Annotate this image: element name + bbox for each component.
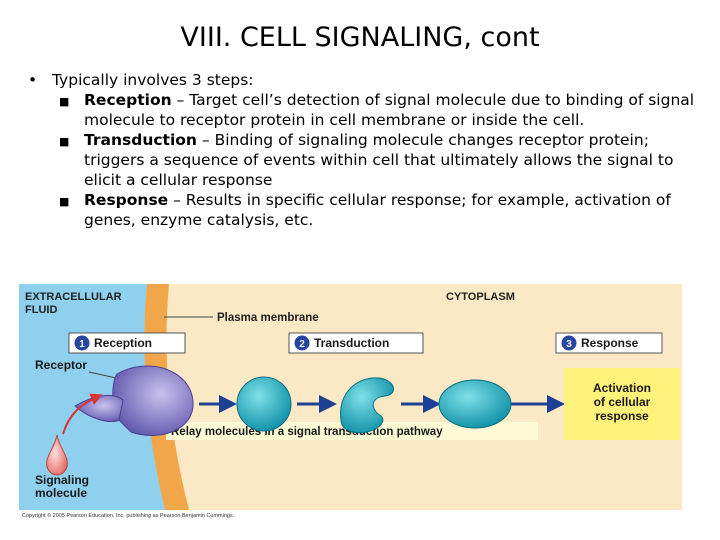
svg-text:3: 3 [566, 339, 572, 350]
step-term: Reception [84, 91, 172, 109]
relay-molecule-1 [236, 376, 292, 432]
bullet-intro: • Typically involves 3 steps: [28, 70, 698, 90]
receptor-label: Receptor [35, 358, 87, 372]
square-bullet-icon: ■ [59, 135, 70, 148]
svg-text:1: 1 [79, 339, 85, 350]
reception-step-box: 1 Reception [68, 332, 186, 354]
bullet-dot-icon: • [28, 71, 38, 89]
step-response: ■ Response – Results in specific cellula… [59, 190, 698, 230]
transduction-step-box: 2 Transduction [288, 332, 424, 354]
cytoplasm-label: CYTOPLASM [446, 291, 515, 303]
cell-signaling-diagram: EXTRACELLULAR FLUID CYTOPLASM Plasma mem… [19, 284, 682, 510]
step-text: Transduction – Binding of signaling mole… [84, 130, 698, 190]
slide-title: VIII. CELL SIGNALING, cont [180, 22, 540, 53]
svg-text:of cellular: of cellular [594, 395, 651, 409]
step-term: Response [84, 191, 169, 209]
binding-arrow [62, 393, 103, 435]
step-desc: – Results in specific cellular response;… [84, 191, 671, 229]
bullet-list: • Typically involves 3 steps: ■ Receptio… [28, 70, 698, 230]
relay-molecule-2 [340, 377, 394, 434]
signaling-label: Signaling [35, 473, 89, 487]
response-activation-box [564, 368, 680, 440]
signaling-molecule-shape [46, 434, 68, 476]
svg-text:Transduction: Transduction [314, 336, 389, 350]
svg-text:Activation: Activation [593, 381, 651, 395]
relay-label: Relay molecules in a signal transduction… [171, 426, 443, 438]
fluid-label: FLUID [25, 304, 57, 316]
step-desc: – Binding of signaling molecule changes … [84, 131, 674, 189]
step-number-badge [294, 335, 310, 351]
square-bullet-icon: ■ [59, 95, 70, 108]
response-step-box: 3 Response [555, 332, 663, 354]
step-reception: ■ Reception – Target cell’s detection of… [59, 90, 698, 130]
svg-text:Response: Response [581, 336, 639, 350]
step-number-badge [561, 335, 577, 351]
svg-text:2: 2 [299, 339, 305, 350]
step-transduction: ■ Transduction – Binding of signaling mo… [59, 130, 698, 190]
svg-text:Reception: Reception [94, 336, 152, 350]
step-number-badge [74, 335, 90, 351]
molecule-label: molecule [35, 486, 87, 500]
step-text: Response – Results in specific cellular … [84, 190, 698, 230]
relay-molecule-3 [438, 379, 512, 429]
extracellular-label: EXTRACELLULAR [25, 291, 122, 303]
svg-text:response: response [595, 409, 649, 423]
square-bullet-icon: ■ [59, 195, 70, 208]
step-term: Transduction [84, 131, 197, 149]
copyright-text: Copyright © 2005 Pearson Education, Inc.… [22, 513, 235, 519]
intro-text: Typically involves 3 steps: [52, 71, 254, 89]
step-desc: – Target cell’s detection of signal mole… [84, 91, 695, 129]
plasma-membrane-label: Plasma membrane [217, 312, 319, 324]
step-text: Reception – Target cell’s detection of s… [84, 90, 698, 130]
